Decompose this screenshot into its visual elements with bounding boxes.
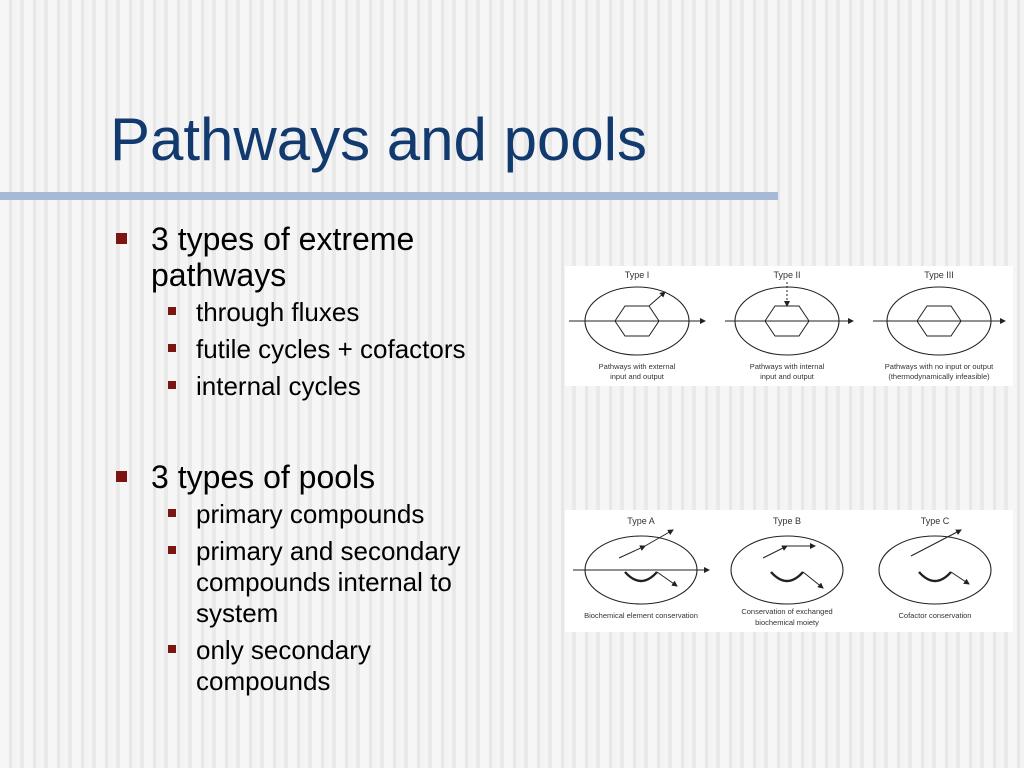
sub-bullet-item: through fluxes [113,297,553,328]
type-ii-panel: Type II Pathways with internal input and… [725,270,854,381]
flux-line [950,571,970,585]
slide-title: Pathways and pools [110,106,648,173]
section-pools: 3 types of pools primary compounds prima… [113,459,553,703]
cycle-path [764,305,810,337]
panel-type-label: Type B [773,516,801,526]
sub-bullet-list: through fluxes futile cycles + cofactors… [113,297,553,402]
panel-type-label: Type A [627,516,655,526]
sub-bullet-text: only secondary [196,635,371,665]
moiety-arc [770,571,804,583]
type-a-panel: Type A Biochemical element conservation [573,516,710,620]
sub-bullet-item: internal cycles [113,371,553,402]
cycle-path [916,305,962,337]
system-boundary [878,535,992,605]
sub-bullet-item: primary compounds [113,499,553,530]
sub-bullet-text: system [196,598,279,628]
sub-bullet-text: futile cycles + cofactors [196,334,466,364]
panel-type-label: Type C [921,516,950,526]
cycle-path [614,305,660,337]
panel-caption: Cofactor conservation [899,611,972,620]
square-bullet-icon [116,233,127,244]
bullet-text-line: 3 types of pools [151,459,376,495]
sub-bullet-text: primary and secondary [196,536,461,566]
bullet-text-line: pathways [151,257,287,293]
sub-bullet-text: compounds [196,666,331,696]
type-b-panel: Type B Conservation of exchanged biochem… [730,516,844,627]
sub-bullet-text: primary compounds [196,499,425,529]
section-extreme-pathways: 3 types of extreme pathways through flux… [113,221,553,408]
type-iii-panel: Type III Pathways with no input or outpu… [873,270,1006,381]
sub-bullet-text: compounds internal to [196,567,452,597]
panel-caption: Pathways with external [599,362,676,371]
square-bullet-icon [168,509,176,517]
bullet-text-line: 3 types of extreme [151,221,415,257]
system-boundary [730,535,844,605]
square-bullet-icon [168,307,176,315]
panel-type-label: Type I [625,270,650,280]
panel-type-label: Type II [773,270,800,280]
sub-bullet-item: futile cycles + cofactors [113,334,553,365]
sub-bullet-text: internal cycles [196,371,361,401]
flux-line [648,291,666,307]
panel-caption: input and output [610,372,665,381]
type-i-panel: Type I Pathways with external input and … [569,270,706,381]
panel-caption: (thermodynamically infeasible) [888,372,990,381]
square-bullet-icon [168,344,176,352]
flux-line [656,571,678,587]
flux-line [762,545,788,559]
panel-type-label: Type III [924,270,954,280]
panel-caption: biochemical moiety [755,618,819,627]
square-bullet-icon [116,471,127,482]
square-bullet-icon [168,645,176,653]
cofactor-arc [918,571,952,583]
type-c-panel: Type C Cofactor conservation [878,516,992,620]
pool-types-diagram: Type A Biochemical element conservation … [573,516,992,627]
bullet-extreme-pathways: 3 types of extreme pathways [113,221,553,293]
square-bullet-icon [168,546,176,554]
pathway-types-diagram: Type I Pathways with external input and … [569,270,1006,381]
sub-bullet-text: through fluxes [196,297,360,327]
panel-caption: input and output [760,372,815,381]
panel-caption: Biochemical element conservation [584,611,698,620]
flux-line [802,571,824,589]
cofactor-arc [624,571,658,583]
panel-caption: Pathways with internal [750,362,825,371]
panel-caption: Conservation of exchanged [741,607,832,616]
pool-types-figure: Type A Biochemical element conservation … [565,510,1013,632]
square-bullet-icon [168,381,176,389]
bullet-pools: 3 types of pools [113,459,553,495]
flux-line [910,529,962,557]
flux-line [618,545,646,559]
title-divider [0,192,778,200]
pathway-types-figure: Type I Pathways with external input and … [565,266,1013,386]
panel-caption: Pathways with no input or output [885,362,994,371]
flux-line [644,529,674,547]
